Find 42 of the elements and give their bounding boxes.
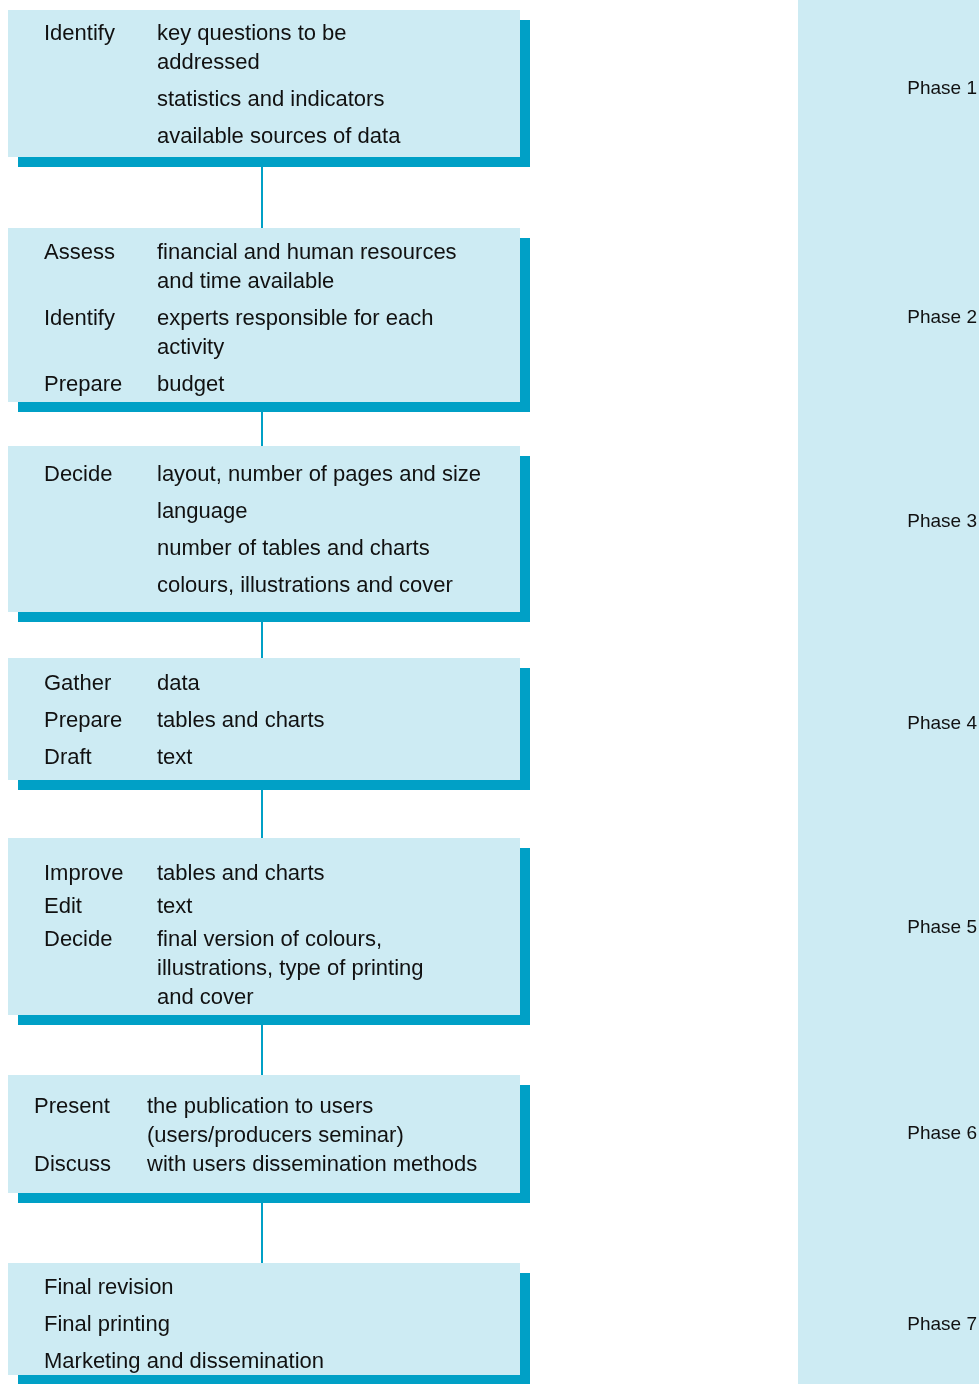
phase-label: Phase 7	[907, 1312, 977, 1336]
step-text: Final printing	[44, 1310, 171, 1338]
step-text: Final revision	[44, 1273, 175, 1301]
action-verb: Present	[34, 1092, 111, 1120]
step-text: statistics and indicators	[157, 85, 386, 113]
step-text: text	[157, 743, 194, 771]
phase-label: Phase 4	[907, 711, 977, 735]
step-text: the publication to users (users/producers seminar)	[147, 1092, 405, 1149]
phase-label: Phase 2	[907, 305, 977, 329]
action-verb: Improve	[44, 859, 125, 887]
phase-label: Phase 6	[907, 1121, 977, 1145]
phase-label: Phase 1	[907, 76, 977, 100]
step-text: colours, illustrations and cover	[157, 571, 454, 599]
step-text: experts responsible for each activity	[157, 304, 435, 361]
action-verb: Prepare	[44, 370, 124, 398]
action-verb: Decide	[44, 460, 114, 488]
step-text: text	[157, 892, 194, 920]
action-verb: Edit	[44, 892, 83, 920]
step-text: available sources of data	[157, 122, 402, 150]
step-text: layout, number of pages and size	[157, 460, 483, 488]
step-text: with users dissemination methods	[147, 1150, 479, 1178]
action-verb: Assess	[44, 238, 116, 266]
step-text: language	[157, 497, 249, 525]
phase-band	[798, 0, 979, 1384]
step-text: number of tables and charts	[157, 534, 431, 562]
action-verb: Identify	[44, 304, 116, 332]
action-verb: Decide	[44, 925, 114, 953]
step-text: financial and human resources and time available	[157, 238, 458, 295]
action-verb: Identify	[44, 19, 116, 47]
phase-label: Phase 5	[907, 915, 977, 939]
step-text: Marketing and dissemination	[44, 1347, 326, 1375]
step-text: tables and charts	[157, 706, 326, 734]
step-text: final version of colours, illustrations, type of printing and cover	[157, 925, 425, 1011]
step-text: budget	[157, 370, 226, 398]
phase-label: Phase 3	[907, 509, 977, 533]
action-verb: Draft	[44, 743, 93, 771]
step-text: data	[157, 669, 201, 697]
step-text: key questions to be addressed	[157, 19, 348, 76]
action-verb: Prepare	[44, 706, 124, 734]
action-verb: Discuss	[34, 1150, 112, 1178]
step-text: tables and charts	[157, 859, 326, 887]
action-verb: Gather	[44, 669, 113, 697]
